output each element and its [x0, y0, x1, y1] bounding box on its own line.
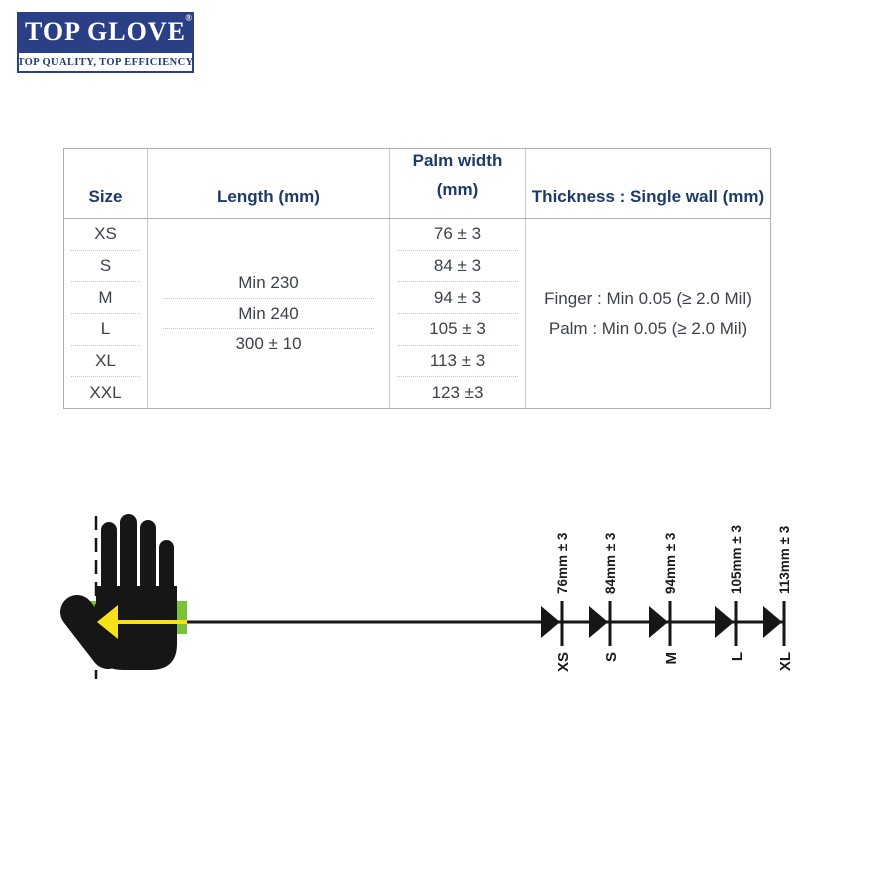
width-label: 105mm ± 3	[729, 525, 744, 594]
size-marker-s: 84mm ± 3 S	[589, 532, 620, 662]
pinky-finger	[159, 540, 174, 600]
length-value: Min 240	[163, 299, 374, 330]
measure-arrow	[97, 605, 187, 639]
palm-width-cell: 113 ± 3	[397, 346, 518, 378]
palm-width-cell: 123 ±3	[431, 382, 484, 402]
index-finger	[101, 522, 117, 598]
width-label: 94mm ± 3	[663, 532, 678, 594]
size-marker-m: 94mm ± 3 M	[649, 532, 680, 665]
header-thickness: Thickness : Single wall (mm)	[531, 187, 765, 206]
width-label: 113mm ± 3	[777, 525, 792, 594]
top-glove-logo: TOP GLOVE ® TOP QUALITY, TOP EFFICIENCY	[17, 12, 194, 73]
size-chart-table: Size Length (mm) Palm width (mm) Thickne…	[63, 148, 771, 409]
marker-arrowhead	[541, 606, 560, 638]
table-header-row: Size Length (mm) Palm width (mm) Thickne…	[64, 149, 770, 219]
marker-arrowhead	[763, 606, 782, 638]
size-cell: XXL	[89, 382, 122, 402]
size-cell: XS	[71, 219, 140, 251]
size-cell: S	[71, 251, 140, 283]
size-cell: XL	[71, 346, 140, 378]
length-column: Min 230 Min 240 300 ± 10	[148, 219, 390, 408]
brand-name: TOP GLOVE	[25, 16, 186, 46]
ring-finger	[140, 520, 156, 600]
brand-tagline: TOP QUALITY, TOP EFFICIENCY	[17, 51, 194, 73]
header-palm-width-line2: (mm)	[436, 180, 479, 199]
header-length: Length (mm)	[148, 149, 390, 218]
thumb	[60, 595, 125, 669]
header-palm-width: Palm width (mm)	[390, 149, 526, 218]
palm-width-diagram: 76mm ± 3 XS 84mm ± 3 S 94mm ± 3 M 105mm …	[60, 514, 794, 679]
marker-arrowhead	[649, 606, 668, 638]
palm-width-cell: 94 ± 3	[397, 282, 518, 315]
size-cell: M	[71, 282, 140, 315]
palm-width-column: 76 ± 3 84 ± 3 94 ± 3 105 ± 3 113 ± 3 123…	[390, 219, 526, 408]
size-marker-xl: 113mm ± 3 XL	[763, 525, 794, 671]
palm-width-cell: 84 ± 3	[397, 251, 518, 283]
size-label: XL	[777, 652, 794, 671]
size-label: M	[663, 652, 680, 665]
marker-arrowhead	[715, 606, 734, 638]
width-label: 84mm ± 3	[603, 532, 618, 594]
thickness-column: Finger : Min 0.05 (≥ 2.0 Mil) Palm : Min…	[526, 219, 770, 408]
size-column: XS S M L XL XXL	[64, 219, 148, 408]
middle-finger	[120, 514, 137, 598]
palm-width-cell: 105 ± 3	[397, 314, 518, 346]
length-value: Min 230	[163, 268, 374, 299]
logo-brand-box: TOP GLOVE ®	[17, 12, 194, 51]
header-size: Size	[64, 149, 148, 218]
size-label: XS	[555, 652, 572, 672]
hand-silhouette-icon	[60, 514, 177, 670]
header-palm-width-line1: Palm width	[412, 151, 503, 170]
thickness-palm-value: Palm : Min 0.05 (≥ 2.0 Mil)	[548, 318, 748, 338]
marker-arrowhead	[589, 606, 608, 638]
size-marker-l: 105mm ± 3 L	[715, 525, 746, 661]
measure-arrow-head	[97, 605, 118, 639]
size-label: L	[729, 652, 746, 661]
registered-trademark-icon: ®	[185, 13, 192, 23]
palm-width-cell: 76 ± 3	[397, 219, 518, 251]
thickness-finger-value: Finger : Min 0.05 (≥ 2.0 Mil)	[544, 288, 752, 308]
size-label: S	[603, 652, 620, 662]
length-value: 300 ± 10	[235, 334, 302, 354]
table-body: XS S M L XL XXL Min 230 Min 240 300 ± 10…	[64, 219, 770, 408]
width-label: 76mm ± 3	[555, 532, 570, 594]
size-cell: L	[71, 314, 140, 346]
size-marker-xs: 76mm ± 3 XS	[541, 532, 572, 672]
